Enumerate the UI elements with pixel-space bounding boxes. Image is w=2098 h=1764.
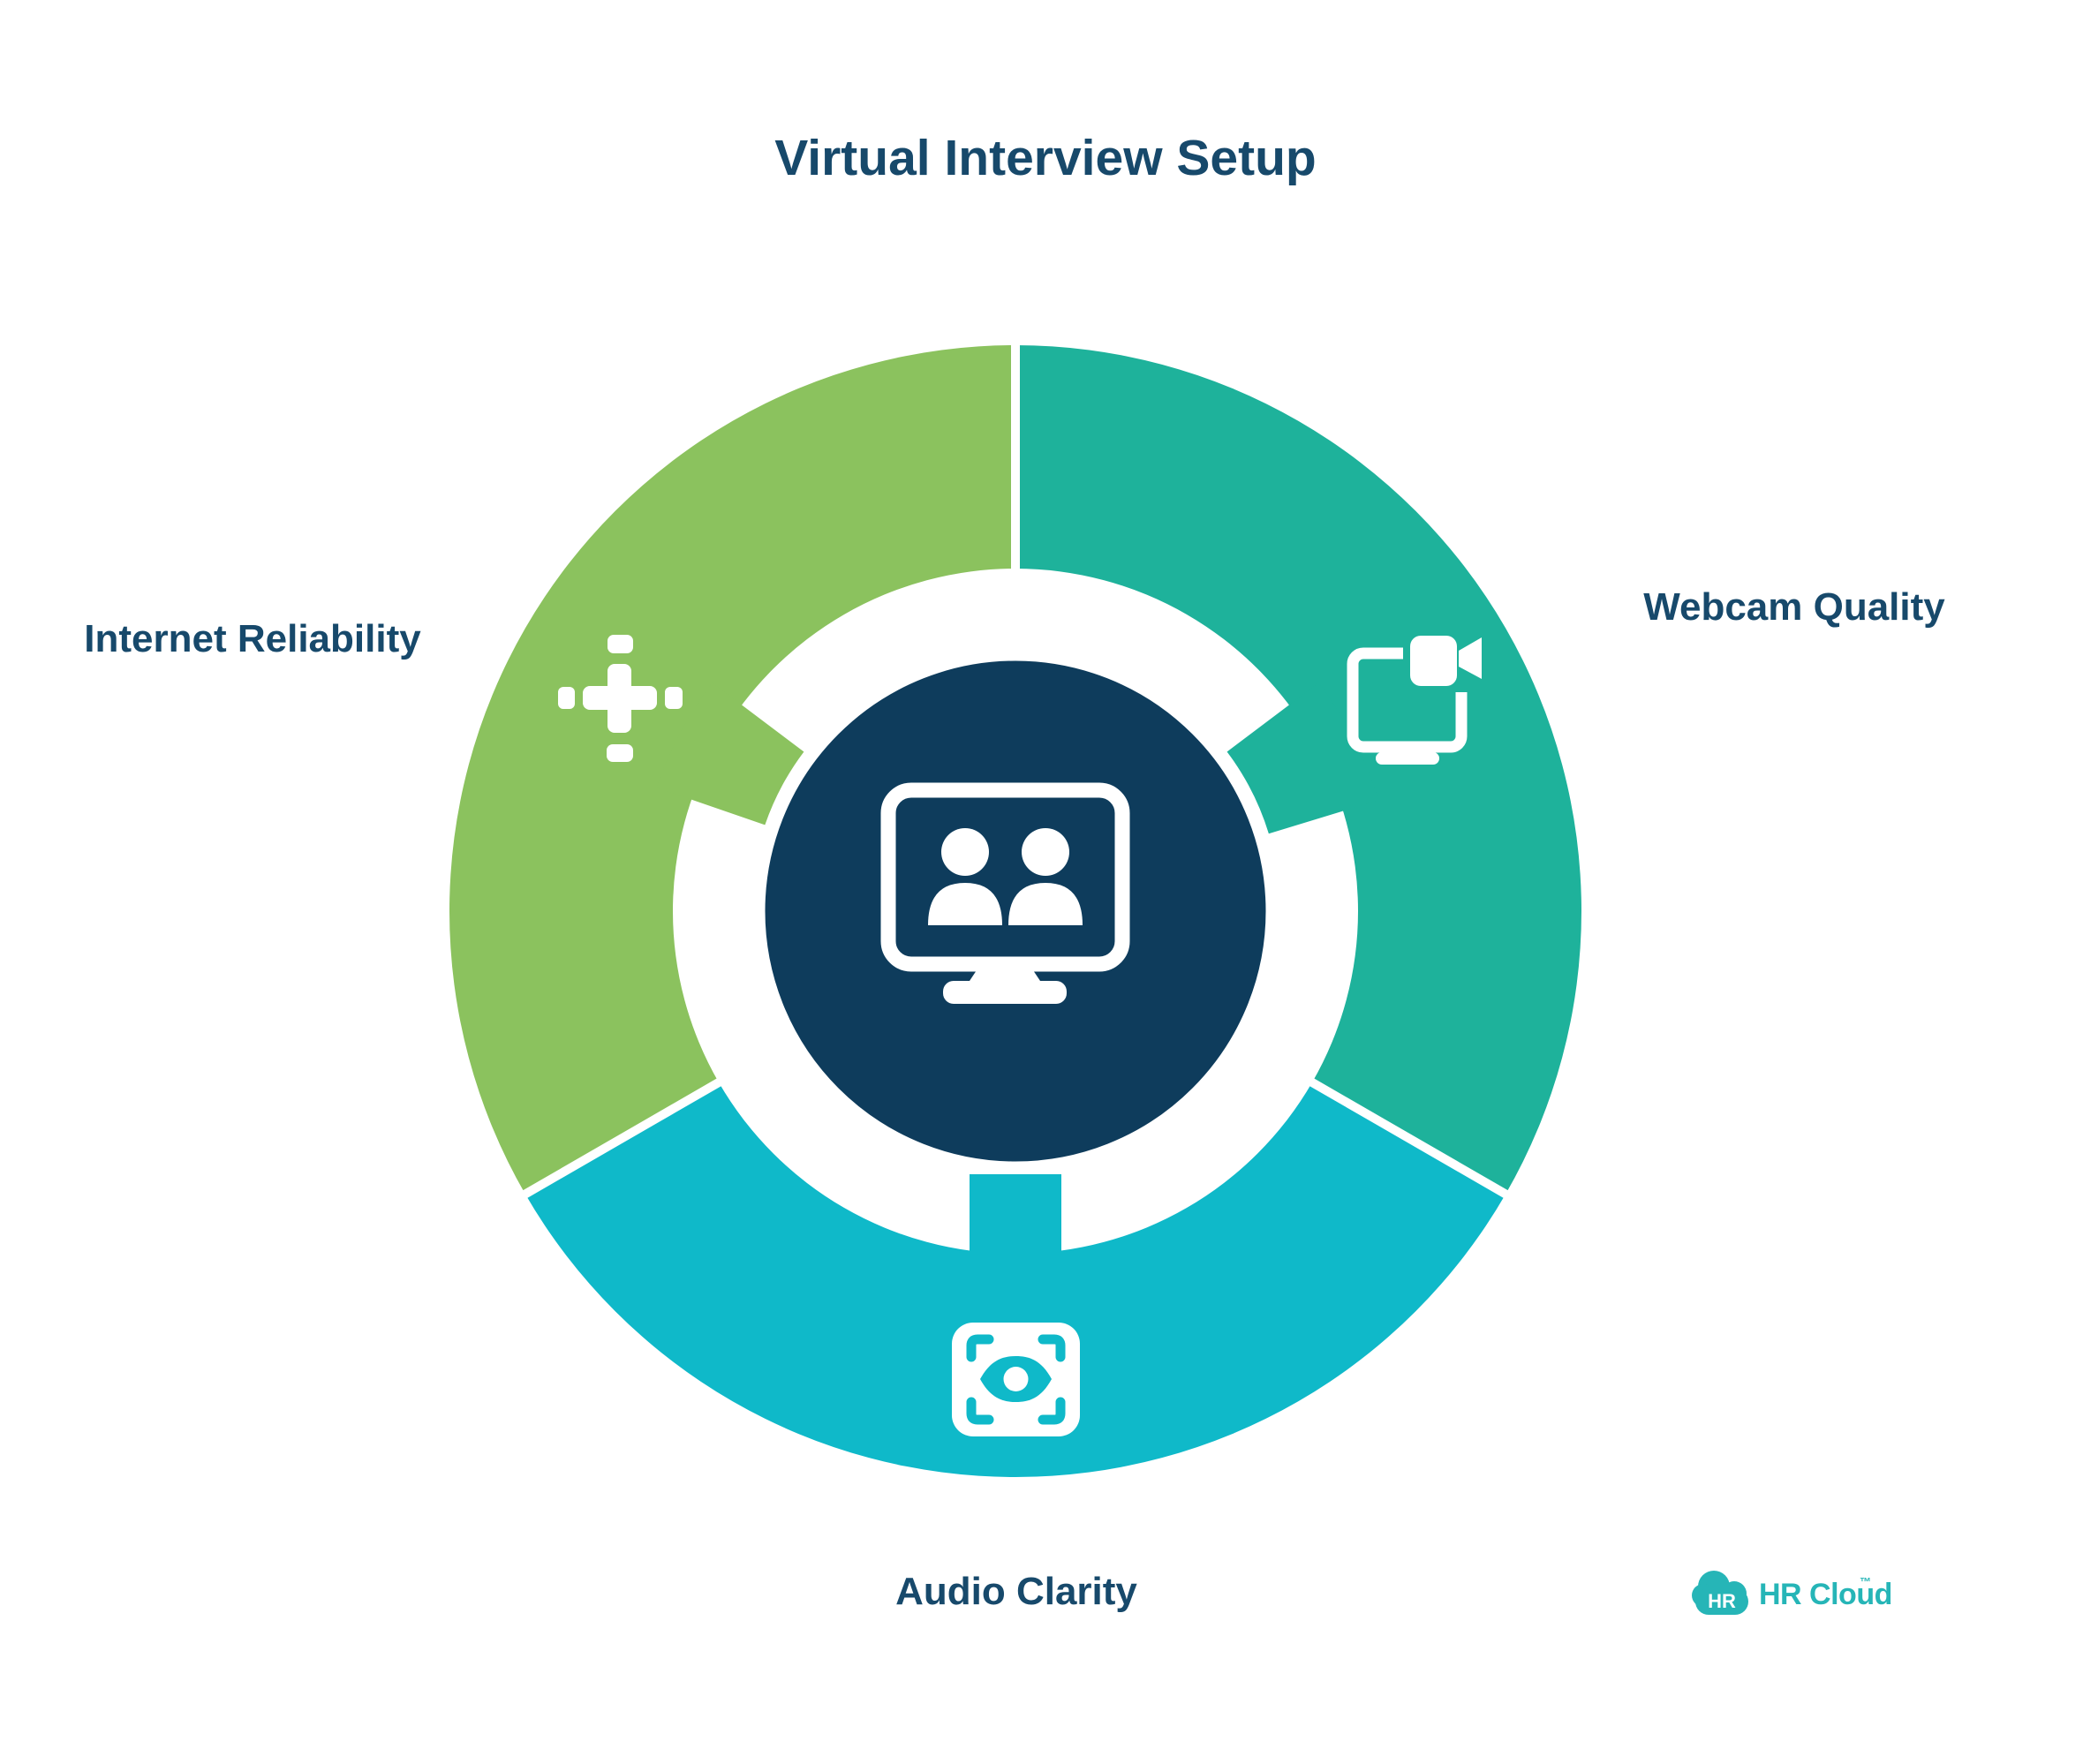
divider-lower-right [1303,1074,1518,1204]
connector-webcam-quality [1226,682,1379,834]
divider-lower-left [513,1074,728,1204]
segment-internet-reliability [449,345,1016,1195]
network-hub-plus-icon [558,635,683,762]
connector-internet-reliability [656,682,804,825]
logo-trademark: ™ [1860,1575,1871,1588]
label-webcam-quality: Webcam Quality [1643,585,1945,629]
segment-webcam-quality [1015,345,1581,1195]
page-title: Virtual Interview Setup [774,130,1316,186]
label-internet-reliability: Internet Reliability [84,617,421,660]
label-audio-clarity: Audio Clarity [895,1570,1137,1613]
segment-connectors [656,682,1379,1291]
logo-badge-text: HR [1708,1590,1736,1612]
video-call-monitor-icon [880,782,1130,1004]
logo-brand-text: HR Cloud [1759,1578,1892,1611]
monitor-video-camera-icon [1347,625,1482,765]
hr-cloud-logo: HR HR Cloud ™ [1692,1571,1892,1615]
connector-audio-clarity [970,1174,1061,1291]
segment-dividers [513,334,1518,1204]
cloud-icon [1692,1571,1748,1615]
eye-scan-icon [952,1323,1080,1436]
